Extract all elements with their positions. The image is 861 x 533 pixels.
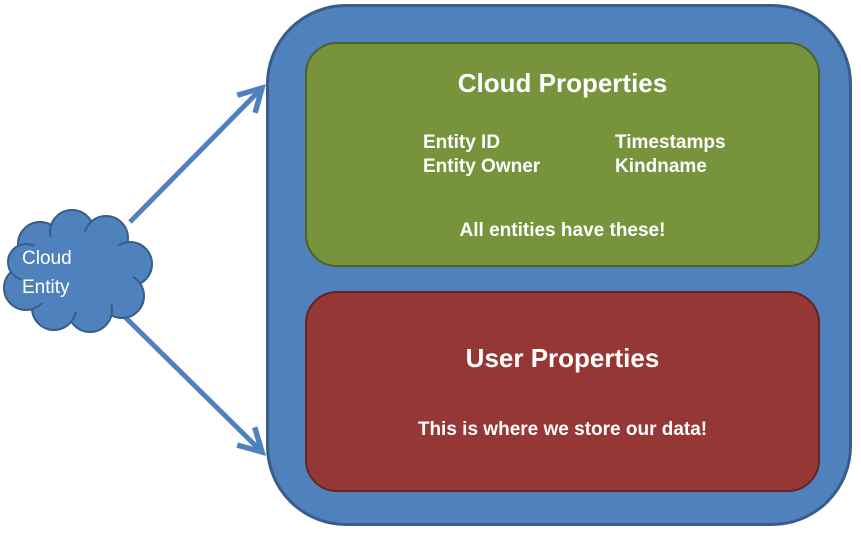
cloud-entity-label: Cloud Entity xyxy=(22,244,122,302)
arrow-down xyxy=(122,314,262,452)
cloud-properties-list: Entity ID Timestamps Entity Owner Kindna… xyxy=(423,132,783,178)
arrow-up xyxy=(128,88,262,224)
user-properties-title: User Properties xyxy=(465,343,660,373)
property-timestamps: Timestamps xyxy=(615,132,726,153)
property-kindname: Kindname xyxy=(615,156,707,177)
cloud-properties-title: Cloud Properties xyxy=(457,68,668,98)
user-properties-note: This is where we store our data! xyxy=(417,419,708,440)
cloud-entity-line1: Cloud xyxy=(22,248,72,269)
property-entity-owner: Entity Owner xyxy=(423,156,541,177)
cloud-properties-note: All entities have these! xyxy=(459,220,666,241)
cloud-entity-line2: Entity xyxy=(22,277,70,298)
user-properties-panel: User Properties This is where we store o… xyxy=(305,291,820,492)
property-entity-id: Entity ID xyxy=(423,132,501,153)
cloud-properties-panel: Cloud Properties Entity ID Timestamps En… xyxy=(305,42,820,267)
